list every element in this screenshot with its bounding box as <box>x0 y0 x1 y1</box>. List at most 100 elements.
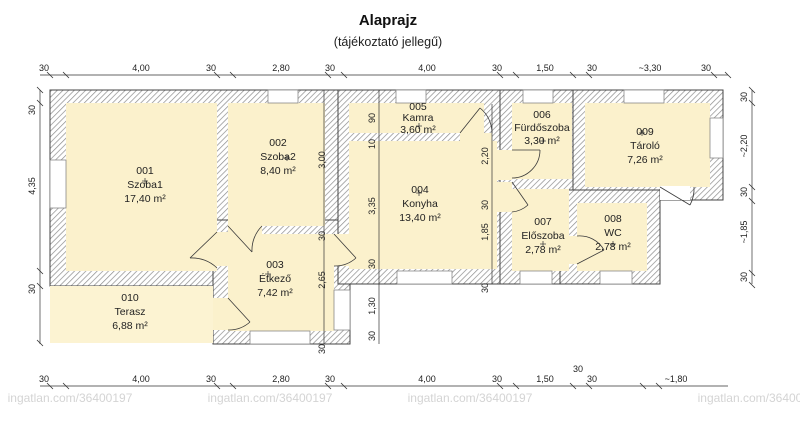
window-west <box>49 159 67 209</box>
marker-007 <box>540 241 546 247</box>
dim-labels-right: 30 ~2,20 30 ~1,85 30 <box>739 92 749 282</box>
dim-labels-left: 30 4,35 30 <box>27 105 37 294</box>
watermark-4: ingatlan.com/36400197 <box>698 391 800 405</box>
door-opening-5 <box>460 133 492 141</box>
door-opening-3 <box>213 298 228 330</box>
room-area: 3,60 m² <box>400 124 436 136</box>
dim-label: 30 <box>367 259 377 269</box>
watermark-1: ingatlan.com/36400197 <box>8 391 133 405</box>
dim-label: 4,00 <box>132 63 150 73</box>
room-001 <box>66 103 217 271</box>
room-010-terrace <box>50 286 213 343</box>
door-swing-4 <box>333 233 357 267</box>
door-swing-3 <box>227 297 251 331</box>
dim-label: 30 <box>492 63 502 73</box>
door-opening-4 <box>334 234 349 266</box>
dim-label: 30 <box>325 63 335 73</box>
dim-label: 30 <box>27 105 37 115</box>
room-number: 003 <box>266 259 284 271</box>
window-kamra <box>395 89 427 104</box>
door-opening-9 <box>660 186 690 200</box>
door-swing-7 <box>511 181 529 213</box>
dim-label: 30 <box>27 284 37 294</box>
room-009 <box>585 103 710 187</box>
window-tarolo <box>623 89 665 104</box>
doors <box>189 107 695 331</box>
room-area: 2,78 m² <box>595 241 631 253</box>
dim-label: ~1,80 <box>665 374 688 384</box>
room-number: 001 <box>136 165 154 177</box>
door-swing-9 <box>659 186 695 206</box>
room-004 <box>349 141 497 269</box>
page-subtitle: (tájékoztató jellegű) <box>334 35 442 49</box>
room-007 <box>512 189 569 271</box>
dim-label: 4,00 <box>132 374 150 384</box>
watermark-2: ingatlan.com/36400197 <box>208 391 333 405</box>
marker-004 <box>416 190 422 196</box>
marker-008 <box>610 241 616 247</box>
room-name: Tároló <box>630 140 660 152</box>
room-area: 3,30 m² <box>524 135 560 147</box>
room-labels: 001 Szoba1 17,40 m² 002 Szoba2 8,40 m² 0… <box>112 101 663 332</box>
room-003 <box>228 234 334 331</box>
window-szoba2 <box>267 89 299 104</box>
dim-label: 30 <box>39 374 49 384</box>
room-name: Konyha <box>402 198 438 210</box>
dim-label: 4,00 <box>418 374 436 384</box>
marker-005 <box>416 123 422 129</box>
dim-label: 3,35 <box>367 197 377 215</box>
room-number: 008 <box>604 213 622 225</box>
dim-label: 30 <box>367 331 377 341</box>
room-name: WC <box>604 227 622 239</box>
room-name: Terasz <box>115 306 146 318</box>
dim-label: 30 <box>701 63 711 73</box>
dim-label: 30 <box>206 374 216 384</box>
watermark-3: ingatlan.com/36400197 <box>408 391 533 405</box>
window-furdo <box>522 89 554 104</box>
room-002 <box>228 103 325 226</box>
dim-label: 30 <box>573 364 583 374</box>
room-area: 2,78 m² <box>525 244 561 256</box>
window-etkezo <box>249 330 311 345</box>
room-number: 004 <box>411 184 429 196</box>
dim-label: 30 <box>492 374 502 384</box>
dim-label: ~1,85 <box>739 221 749 244</box>
dim-label: 30 <box>739 272 749 282</box>
door-swing-2 <box>227 225 263 253</box>
room-area: 13,40 m² <box>399 212 441 224</box>
dim-label: 30 <box>325 374 335 384</box>
windows <box>49 89 724 345</box>
dim-label: 4,35 <box>27 177 37 195</box>
marker-003 <box>265 271 271 277</box>
dim-label: 3,00 <box>317 151 327 169</box>
dim-label: ~2,20 <box>739 135 749 158</box>
room-number: 002 <box>269 137 287 149</box>
dim-label: 1,30 <box>367 297 377 315</box>
dim-label: 30 <box>480 200 490 210</box>
marker-002 <box>284 155 290 161</box>
dim-label: ~3,30 <box>639 63 662 73</box>
room-name: Előszoba <box>521 230 564 242</box>
dim-label: 30 <box>480 283 490 293</box>
room-name: Étkező <box>259 272 291 285</box>
dim-label: 1,85 <box>480 223 490 241</box>
dim-labels-inner: 90 10 2,20 30 1,85 30 3,00 30 3,35 30 2,… <box>317 113 490 354</box>
dim-label: 2,20 <box>480 147 490 165</box>
door-opening-1 <box>217 232 228 266</box>
room-area: 6,88 m² <box>112 320 148 332</box>
page-title: Alaprajz <box>359 12 417 29</box>
room-area: 8,40 m² <box>260 165 296 177</box>
marker-006 <box>540 138 546 144</box>
dim-label: 90 <box>367 113 377 123</box>
door-opening-6 <box>497 150 512 180</box>
dim-label: 4,00 <box>418 63 436 73</box>
room-name: Szoba1 <box>127 179 163 191</box>
marker-001 <box>142 178 148 184</box>
dim-label: 30 <box>317 344 327 354</box>
window-wc <box>599 270 633 285</box>
dim-label: 30 <box>739 92 749 102</box>
room-number: 009 <box>636 126 654 138</box>
window-konyha <box>396 270 453 285</box>
dim-label: 10 <box>367 139 377 149</box>
